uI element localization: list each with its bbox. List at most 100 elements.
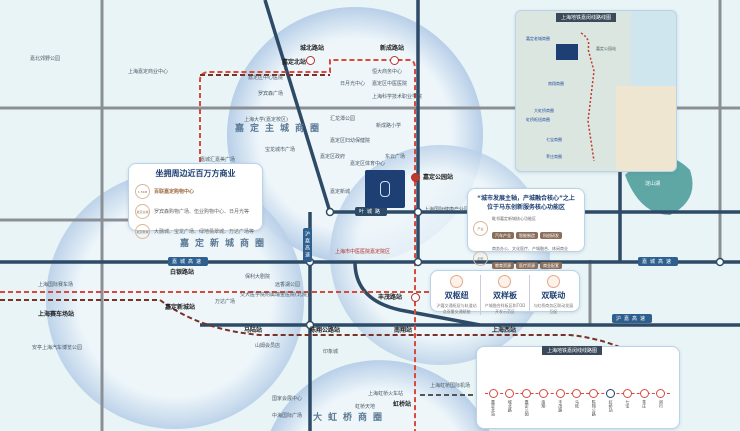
highlight-item: 双联动与虹桥商务区联动发展互促 [530, 275, 577, 315]
highlight-desc: 与虹桥商务区联动发展互促 [533, 303, 574, 314]
station-saichechang: 上海赛车场站 [38, 311, 75, 318]
station-dot [606, 389, 616, 398]
inset-title: 上海地铁嘉闵线路线图 [556, 13, 617, 22]
core-text: 商务办公、文化医疗、产城融合、休闲商业 [492, 246, 568, 251]
line-stations: 嘉定北站城北路嘉定公园南翔丰茂路马陆陈翔公路虹桥站七宝莘庄闵行 [487, 389, 667, 416]
lake-label: 淀山湖 [645, 181, 661, 187]
poi-label: 嘉城汇嘉美广场 [200, 157, 236, 163]
station-marker [411, 173, 420, 182]
poi-label: 嘉北郊野公园 [30, 56, 61, 62]
core-function-card: “城市发展主轴，产城融合核心”之上 位于马东创新服务核心功能区 产业毗邻嘉定新城… [467, 188, 585, 269]
poi-label: 宝龙城市广场 [265, 147, 296, 153]
station-dot [488, 389, 498, 398]
line-station: 嘉定公园 [521, 389, 533, 416]
inset-route-line [580, 32, 595, 162]
line-station: 丰茂路 [554, 389, 566, 416]
poi-label: 嘉定区中医医院 [372, 81, 408, 87]
poi-label: 罗宾森广场 [258, 91, 284, 97]
core-badge: 配套 [473, 251, 488, 266]
inset-label: 嘉定老城商圈 [526, 36, 550, 41]
station-jiadinggongyuan: 嘉定公园站 [423, 174, 454, 181]
poi-label: 嘉定区政府 [320, 154, 346, 160]
station-dot [555, 389, 565, 398]
inset-label: 虹桥枢纽商圈 [526, 117, 550, 122]
highlight-desc: 沪嘉交通枢纽与轨道站点双重交通赋能 [436, 303, 477, 314]
line-diagram-title: 上海地铁嘉闵线线路图 [542, 346, 603, 355]
station-dot [656, 389, 666, 398]
inset-label: 南翔商圈 [548, 81, 564, 86]
line-station: 虹桥站 [605, 389, 617, 416]
highlight-title: 双联动 [541, 291, 566, 300]
road-label-yecheng: 叶城路 [355, 207, 388, 216]
highlight-item: 双枢纽沪嘉交通枢纽与轨道站点双重交通赋能 [433, 275, 482, 315]
station-jiadingbei: 嘉定北站 [282, 59, 307, 66]
highlights-card: 双枢纽沪嘉交通枢纽与轨道站点双重交通赋能 双样板产城融合样板区和TOD开发示范区… [430, 270, 580, 315]
poi-label: 中海国际广场 [272, 413, 303, 419]
line-station: 莘庄 [638, 389, 650, 416]
commerce-badge: 嘉定主城 [135, 204, 150, 219]
station-hongqiao: 虹桥站 [393, 401, 412, 408]
line-station: 马陆 [571, 389, 583, 416]
station-name: 城北路 [507, 400, 513, 412]
poi-label: 远香湖公园 [275, 282, 301, 288]
poi-label: 交大医学院附属瑞金医院(北院) [240, 292, 309, 298]
core-text: 毗邻嘉定新城核心功能区 [492, 216, 536, 221]
station-name: 南翔 [541, 400, 547, 408]
commerce-text: 罗宾森购物广场、伍业购物中心、日月光等 [154, 209, 250, 215]
project-logo[interactable] [365, 170, 405, 208]
road-label-expressway: 嘉城高速 [168, 257, 209, 266]
station-marker [390, 56, 399, 65]
station-dot [572, 389, 582, 398]
commerce-text: 百联嘉定购物中心 [154, 189, 195, 195]
core-title-2: 位于马东创新服务核心功能区 [486, 204, 565, 211]
poi-label: 东云广场 [385, 154, 406, 160]
poi-label: 虹桥天地 [355, 404, 376, 410]
core-tag: 医疗资源 [516, 262, 538, 269]
core-tag: 商业配套 [540, 262, 562, 269]
station-malu: 马陆站 [244, 327, 263, 334]
inset-route-map[interactable]: 上海地铁嘉闵线路线图 嘉定老城商圈 嘉定公园站 南翔商圈 大虹桥商圈 虹桥枢纽商… [515, 10, 677, 172]
district-hongqiao: 大虹桥商圈 [313, 413, 389, 423]
station-chenxiang: 陈翔公路站 [310, 327, 341, 334]
station-name: 莘庄 [642, 400, 648, 408]
inset-label: 七宝商圈 [546, 137, 562, 142]
highlight-item: 双样板产城融合样板区和TOD开发示范区 [481, 275, 530, 315]
district-jiading-main: 嘉定主城商圈 [235, 124, 326, 134]
line-diagram[interactable]: 上海地铁嘉闵线线路图 嘉定北站城北路嘉定公园南翔丰茂路马陆陈翔公路虹桥站七宝莘庄… [476, 346, 680, 429]
core-tag: 智能制造 [516, 232, 538, 239]
station-marker [306, 56, 315, 65]
station-name: 陈翔公路 [591, 400, 597, 416]
station-name: 嘉定公园 [524, 400, 530, 416]
hub-icon [450, 275, 464, 288]
zone-jiading-new [46, 171, 304, 429]
poi-label: 上海虹桥火车站 [368, 391, 404, 397]
station-dot [538, 389, 548, 398]
poi-label: 印象城 [323, 349, 339, 355]
poi-label: 上海国际健康产业园 [424, 207, 470, 213]
station-dot [622, 389, 632, 398]
commerce-badge: 1.5KM [135, 184, 150, 199]
poi-label: 国家会展中心 [272, 396, 303, 402]
station-xincheng: 新成路站 [380, 45, 405, 52]
road-label-hujia-right: 沪嘉高速 [612, 314, 653, 323]
inset-project [556, 44, 578, 60]
poi-label: 上海国际赛车场 [38, 282, 74, 288]
road-label-hujia: 沪嘉高速 [303, 228, 312, 262]
station-dot [522, 389, 532, 398]
highlight-title: 双样板 [492, 291, 517, 300]
station-marker [411, 293, 420, 302]
inset-label: 大虹桥商圈 [534, 108, 554, 113]
zone-hongqiao [270, 360, 490, 431]
station-fengmao: 丰茂路站 [378, 294, 403, 301]
station-jiadingxincheng: 嘉定新城站 [165, 304, 196, 311]
poi-label: 上海市中医医院嘉定院区 [335, 249, 391, 255]
station-shanghaixi: 上海西站 [492, 327, 517, 334]
station-name: 丰茂路 [558, 400, 564, 412]
poi-label: 上海科学技术职业学院 [372, 94, 423, 100]
core-tag: 教育资源 [492, 262, 514, 269]
core-tag: 科创研发 [540, 232, 562, 239]
station-chengbei: 城北路站 [300, 45, 325, 52]
station-dot [505, 389, 515, 398]
poi-label: 日月光中心 [340, 81, 366, 87]
highlight-desc: 产城融合样板区和TOD开发示范区 [484, 303, 526, 314]
